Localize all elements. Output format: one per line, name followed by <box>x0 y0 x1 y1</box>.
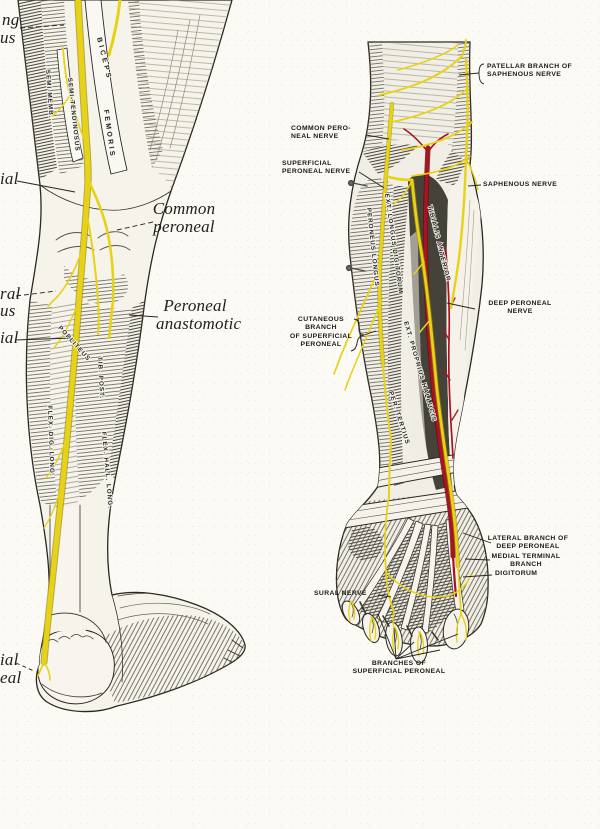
label-common-peroneal-nerve: COMMON PERO- NEAL NERVE <box>291 125 351 141</box>
cut-label-ng: ng <box>2 10 20 29</box>
cut-label-ial-3: ial <box>0 650 19 669</box>
muscle-label-flex-dig-long: FLEX. DIG. LONG. <box>46 406 55 477</box>
muscle-label-semimemb: SEMI-MEMB. <box>44 70 54 119</box>
cut-label-us-2: us <box>0 301 16 320</box>
label-deep-peroneal-nerve: DEEP PERONEAL NERVE <box>488 300 552 316</box>
cut-label-eal: eal <box>0 668 22 687</box>
label-digitorum: DIGITORUM <box>495 570 538 577</box>
label-medial-terminal: MEDIAL TERMINAL BRANCH <box>491 553 561 569</box>
label-patellar-branch: PATELLAR BRANCH OF SAPHENOUS NERVE <box>487 63 573 79</box>
posterior-leg-figure <box>17 0 246 713</box>
label-peroneal-anastomotic: Peroneal anastomotic <box>156 296 242 333</box>
cut-label-ial-1: ial <box>0 169 19 188</box>
label-superficial-peroneal-nerve: SUPERFICIAL PERONEAL NERVE <box>282 160 351 176</box>
cut-label-us: us <box>0 28 16 47</box>
label-cutaneous-branch: CUTANEOUS BRANCH OF SUPERFICIAL PERONEAL <box>289 316 353 348</box>
label-lateral-branch: LATERAL BRANCH OF DEEP PERONEAL <box>487 535 569 551</box>
pointer-lines <box>14 24 493 672</box>
label-saphenous-nerve: SAPHENOUS NERVE <box>483 181 558 188</box>
muscle-label-tib-post: TIB. POST. <box>96 357 105 400</box>
cut-label-ral: ral <box>0 284 21 303</box>
anterior-leg-figure <box>333 39 489 664</box>
label-common-peroneal: Common peroneal <box>152 199 216 236</box>
label-sural-nerve: SURAL NERVE <box>314 590 367 597</box>
label-branches-of-superficial-peroneal: BRANCHES OF SUPERFICIAL PERONEAL <box>352 660 446 676</box>
cut-label-ial-2: ial <box>0 328 19 347</box>
